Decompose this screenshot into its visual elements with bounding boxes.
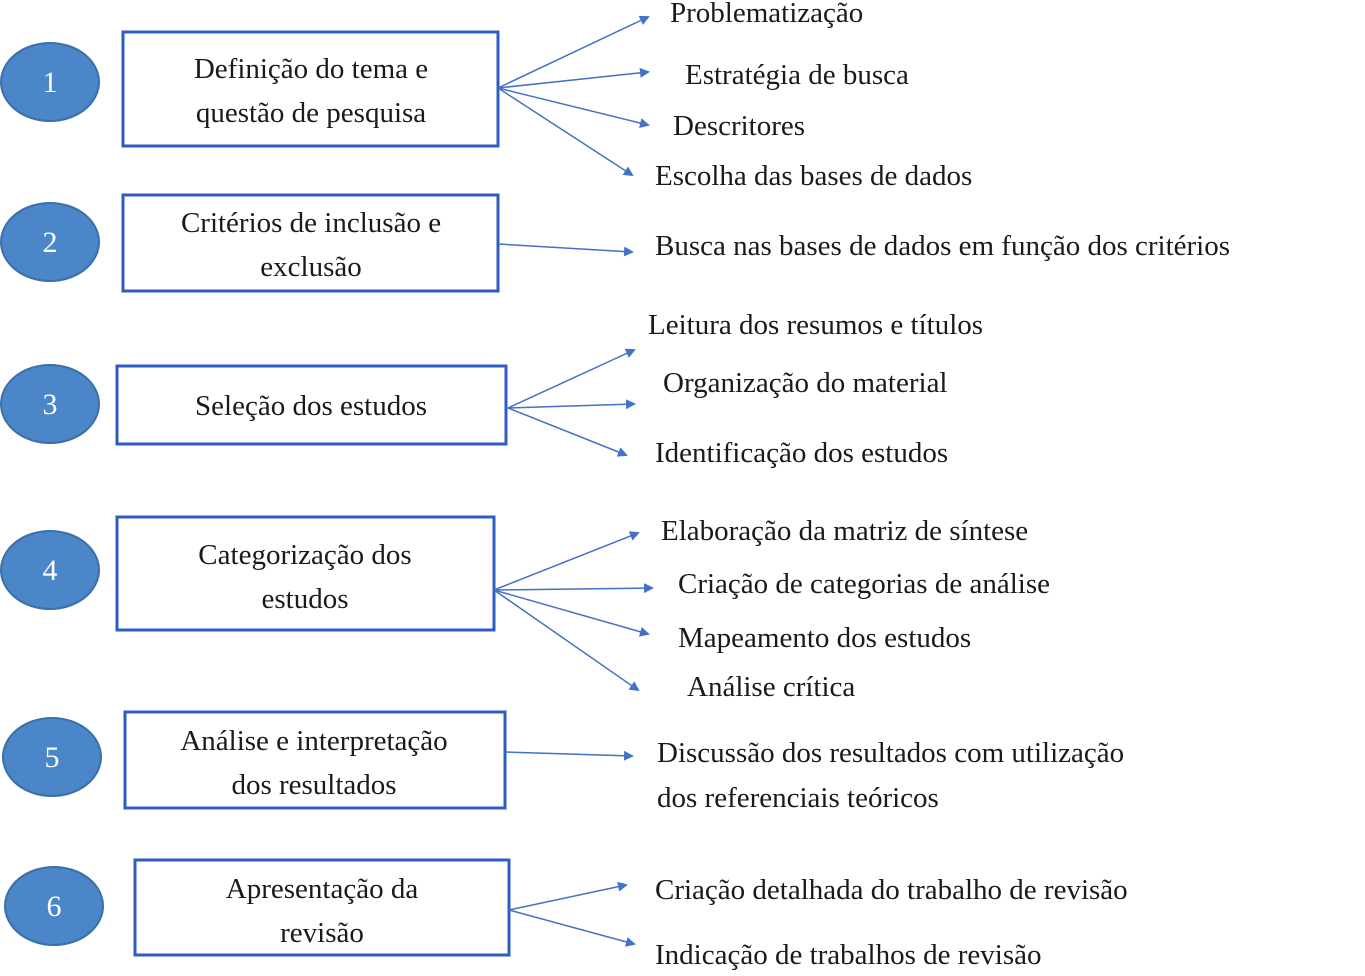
step-number: 4 bbox=[43, 554, 58, 587]
step-4: 4 Categorização dos estudos Elaboração d… bbox=[0, 515, 1050, 703]
outcome-label: Busca nas bases de dados em função dos c… bbox=[655, 230, 1230, 262]
step-title-line: estudos bbox=[262, 583, 349, 615]
outcome-label: Descritores bbox=[673, 110, 805, 142]
step-number-circle bbox=[0, 42, 100, 122]
arrow bbox=[493, 531, 640, 591]
step-number-circle bbox=[2, 717, 102, 797]
step-box bbox=[115, 364, 508, 446]
step-number-circle bbox=[0, 530, 100, 610]
step-number-circle bbox=[0, 364, 100, 444]
outcome-label: Identificação dos estudos bbox=[655, 437, 948, 469]
step-1: 1 Definição do tema e questão de pesquis… bbox=[0, 0, 972, 192]
step-number: 6 bbox=[47, 890, 62, 923]
step-number: 5 bbox=[45, 741, 60, 774]
arrow bbox=[507, 348, 636, 409]
step-box bbox=[123, 710, 507, 810]
step-number: 1 bbox=[43, 66, 58, 99]
arrow bbox=[497, 15, 650, 89]
step-title-line: dos resultados bbox=[231, 769, 396, 801]
step-number-circle bbox=[0, 202, 100, 282]
outcome-label: Discussão dos resultados com utilização bbox=[657, 737, 1124, 769]
step-title-line: Análise e interpretação bbox=[180, 725, 447, 757]
step-title-line: Apresentação da bbox=[226, 873, 419, 905]
arrow bbox=[497, 87, 650, 128]
arrow bbox=[493, 589, 650, 637]
outcome-label: Criação de categorias de análise bbox=[678, 568, 1050, 600]
arrow bbox=[504, 750, 634, 761]
step-number-circle bbox=[4, 866, 104, 946]
step-title-line: Definição do tema e bbox=[194, 53, 428, 85]
outcome-label: Leitura dos resumos e títulos bbox=[648, 309, 983, 341]
outcome-label: Mapeamento dos estudos bbox=[678, 622, 971, 654]
outcome-label: Organização do material bbox=[663, 367, 948, 399]
outcome-label: Análise crítica bbox=[687, 671, 855, 703]
step-box bbox=[133, 858, 511, 957]
arrow bbox=[497, 87, 634, 177]
step-number: 3 bbox=[43, 388, 58, 421]
step-title-line: Seleção dos estudos bbox=[195, 390, 427, 422]
step-title-line: Categorização dos bbox=[198, 539, 411, 571]
arrow bbox=[508, 909, 636, 947]
step-box bbox=[121, 193, 500, 293]
outcome-label: Escolha das bases de dados bbox=[655, 160, 972, 192]
arrow bbox=[497, 243, 634, 257]
arrow bbox=[507, 399, 636, 410]
step-5: 5 Análise e interpretação dos resultados… bbox=[2, 710, 1124, 814]
step-title-line: Critérios de inclusão e bbox=[181, 207, 441, 239]
step-2: 2 Critérios de inclusão e exclusão Busca… bbox=[0, 193, 1230, 293]
outcome-label: Problematização bbox=[670, 0, 863, 29]
arrow bbox=[493, 589, 640, 692]
arrow bbox=[497, 67, 650, 89]
step-6: 6 Apresentação da revisão Criação detalh… bbox=[4, 858, 1128, 971]
outcome-label: dos referenciais teóricos bbox=[657, 782, 939, 814]
step-title-line: revisão bbox=[280, 917, 364, 949]
arrow bbox=[507, 407, 628, 457]
step-number: 2 bbox=[43, 226, 58, 259]
arrow bbox=[493, 583, 654, 594]
outcome-label: Elaboração da matriz de síntese bbox=[661, 515, 1028, 547]
step-box bbox=[115, 515, 496, 632]
outcome-label: Criação detalhada do trabalho de revisão bbox=[655, 874, 1128, 906]
step-box bbox=[121, 30, 500, 148]
step-title-line: questão de pesquisa bbox=[196, 97, 426, 129]
outcome-label: Indicação de trabalhos de revisão bbox=[655, 939, 1042, 971]
step-title-line: exclusão bbox=[260, 251, 361, 283]
arrow bbox=[508, 881, 628, 911]
step-3: 3 Seleção dos estudos Leitura dos resumo… bbox=[0, 309, 983, 469]
outcome-label: Estratégia de busca bbox=[685, 59, 909, 91]
